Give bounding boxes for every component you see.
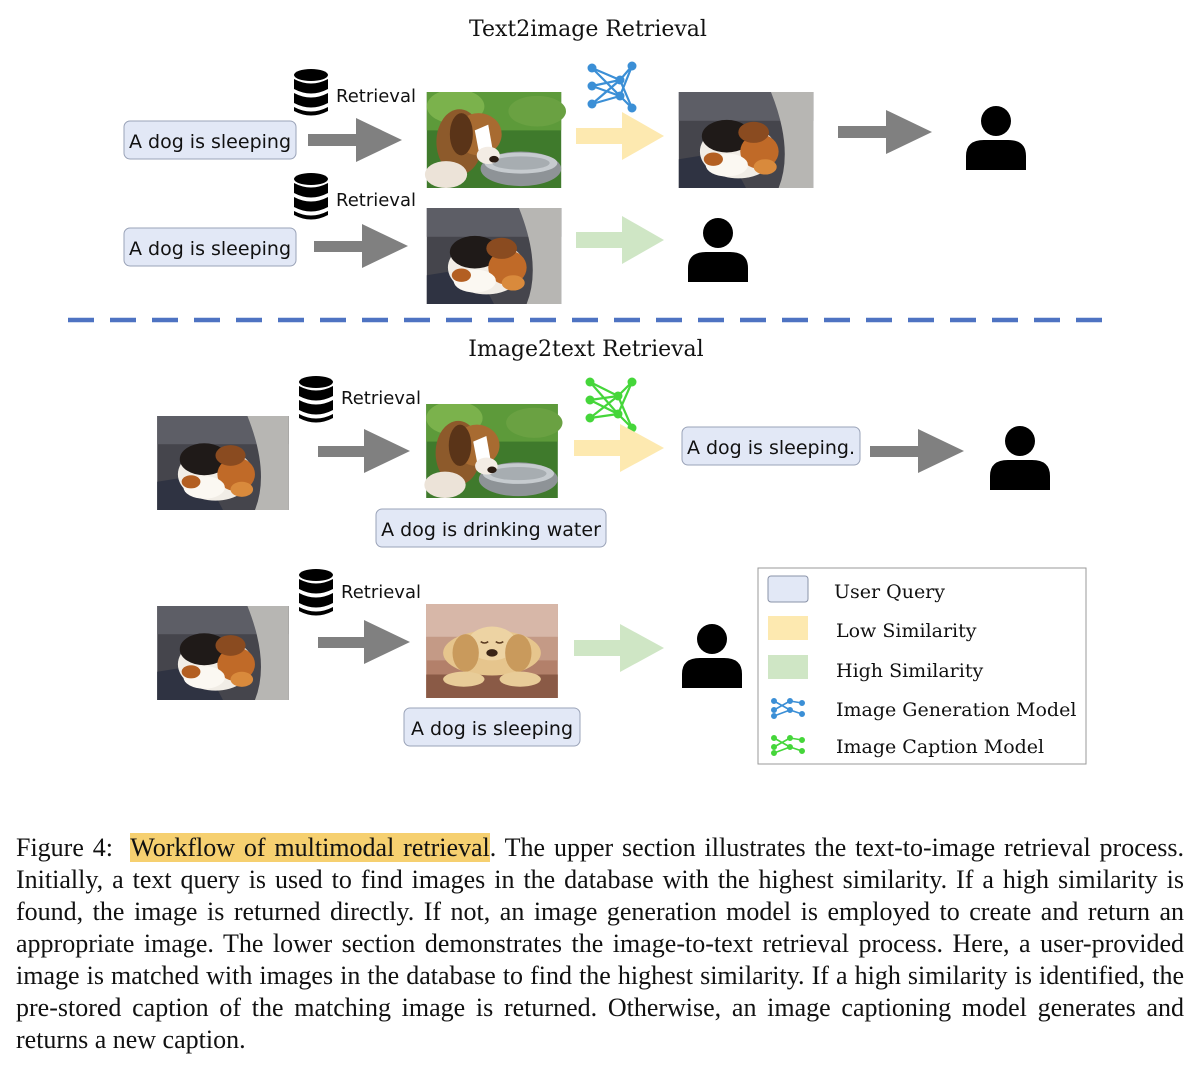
legend-swatch-user-query bbox=[767, 575, 809, 603]
figure-label: Figure 4: bbox=[16, 833, 113, 862]
top-section-title: Text2image Retrieval bbox=[469, 17, 707, 42]
caption-text: A dog is sleeping bbox=[411, 718, 573, 740]
image-beagle-sleeping bbox=[426, 208, 562, 304]
gray-arrow bbox=[838, 110, 932, 154]
legend-label-high-similarity: High Similarity bbox=[836, 660, 983, 682]
legend-label-low-similarity: Low Similarity bbox=[836, 620, 977, 642]
legend-label-image-caption-model: Image Caption Model bbox=[836, 736, 1044, 758]
figure-caption: Figure 4: Workflow of multimodal retriev… bbox=[16, 832, 1184, 1056]
image-user-provided bbox=[157, 416, 289, 510]
image-beagle-drinking bbox=[424, 404, 563, 498]
gray-arrow bbox=[870, 429, 964, 473]
low-similarity-arrow bbox=[574, 424, 664, 472]
result-caption-text: A dog is sleeping. bbox=[687, 437, 855, 459]
image-user-provided bbox=[157, 606, 289, 700]
gray-arrow bbox=[318, 620, 410, 664]
user-icon bbox=[990, 426, 1050, 490]
gray-arrow bbox=[314, 224, 408, 268]
legend-caption-model-icon bbox=[770, 734, 805, 756]
query-text: A dog is sleeping bbox=[129, 238, 291, 260]
neural-network-icon bbox=[585, 377, 637, 433]
user-icon bbox=[682, 624, 742, 688]
caption-highlight: Workflow of multimodal retrieval bbox=[130, 833, 490, 862]
caption-text: A dog is drinking water bbox=[381, 519, 601, 541]
i2t-row2-db-caption: A dog is sleeping bbox=[403, 707, 581, 747]
legend-generation-model-icon bbox=[770, 697, 805, 719]
legend-label-user-query: User Query bbox=[834, 581, 945, 603]
database-icon bbox=[294, 69, 328, 116]
legend-label-image-generation-model: Image Generation Model bbox=[836, 699, 1076, 721]
image-beagle-drinking bbox=[424, 92, 566, 188]
database-icon bbox=[299, 376, 333, 423]
bottom-section-title: Image2text Retrieval bbox=[468, 337, 703, 362]
retrieval-label: Retrieval bbox=[336, 86, 416, 107]
query-text: A dog is sleeping bbox=[129, 131, 291, 153]
legend-swatch-low-similarity bbox=[768, 616, 808, 640]
legend-swatch-high-similarity bbox=[768, 655, 808, 679]
high-similarity-arrow bbox=[576, 216, 664, 264]
retrieval-label: Retrieval bbox=[341, 388, 421, 409]
gray-arrow bbox=[308, 118, 402, 162]
neural-network-icon bbox=[587, 61, 637, 113]
retrieval-label: Retrieval bbox=[336, 190, 416, 211]
user-icon bbox=[966, 106, 1026, 170]
caption-body: . The upper section illustrates the text… bbox=[16, 833, 1185, 1054]
gray-arrow bbox=[318, 429, 410, 473]
high-similarity-arrow bbox=[574, 624, 664, 672]
i2t-row1-db-caption: A dog is drinking water bbox=[375, 508, 607, 548]
i2t-row1-result: A dog is sleeping. bbox=[681, 426, 861, 466]
user-icon bbox=[688, 218, 748, 282]
image-beagle-sleeping bbox=[678, 92, 814, 188]
image-puppy-sleeping bbox=[425, 604, 559, 698]
database-icon bbox=[299, 569, 333, 616]
low-similarity-arrow bbox=[576, 112, 664, 160]
database-icon bbox=[294, 173, 328, 220]
retrieval-label: Retrieval bbox=[341, 582, 421, 603]
t2i-row2-query: A dog is sleeping bbox=[123, 227, 297, 267]
legend: User Query Low Similarity High Similarit… bbox=[757, 567, 1087, 765]
t2i-row1-query: A dog is sleeping bbox=[123, 120, 297, 160]
